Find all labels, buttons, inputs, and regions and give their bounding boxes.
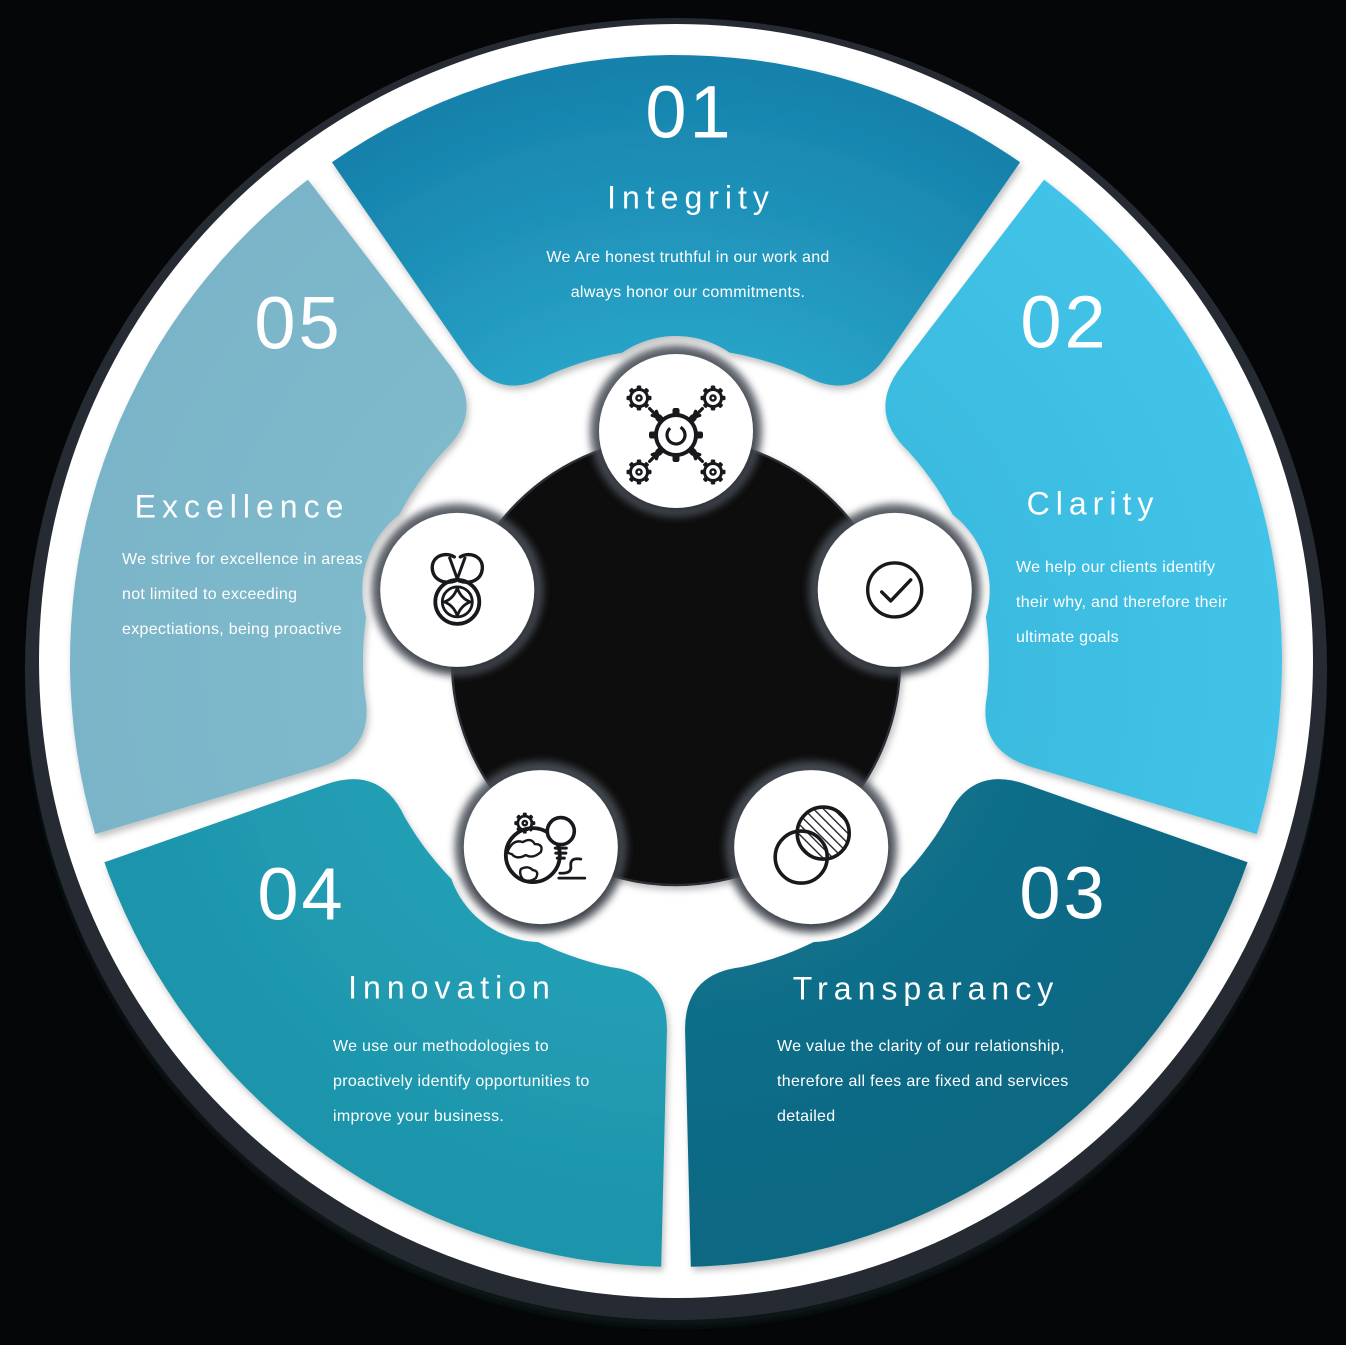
segment-clarity-icon-circle xyxy=(817,512,972,667)
segment-excellence-petal xyxy=(70,179,467,835)
segment-clarity-title: Clarity xyxy=(1026,485,1160,522)
segment-clarity-petal xyxy=(885,179,1282,835)
globe-bulb-icon xyxy=(503,812,587,884)
segment-transparancy-number: 03 xyxy=(1019,851,1108,935)
segment-excellence-description: We strive for excellence in areas not li… xyxy=(122,551,363,638)
segment-transparancy-title: Transparancy xyxy=(792,970,1060,1007)
segment-innovation-number: 04 xyxy=(257,852,346,936)
segment-clarity-description: We help our clients identify their why, … xyxy=(1016,559,1228,646)
check-circle-icon xyxy=(866,561,924,619)
segment-integrity-icon-circle xyxy=(599,354,753,508)
segment-integrity-number: 01 xyxy=(645,70,734,154)
network-gears-icon xyxy=(626,385,726,485)
segment-clarity-number: 02 xyxy=(1020,280,1109,364)
segment-excellence-title: Excellence xyxy=(134,488,350,525)
segment-transparancy-description: We value the clarity of our relationship… xyxy=(777,1038,1069,1125)
overlap-circles-icon xyxy=(773,805,852,885)
segment-innovation-petal xyxy=(104,779,667,1267)
segment-transparancy-petal xyxy=(685,779,1248,1267)
medal-icon xyxy=(430,552,484,626)
segment-innovation-description: We use our methodologies to proactively … xyxy=(333,1038,590,1125)
segment-excellence-number: 05 xyxy=(254,281,343,365)
segment-innovation-title: Innovation xyxy=(348,969,556,1006)
segment-integrity-petal xyxy=(331,55,1021,386)
segment-integrity-description: We Are honest truthful in our work and a… xyxy=(546,249,830,301)
segment-integrity-title: Integrity xyxy=(607,179,775,216)
